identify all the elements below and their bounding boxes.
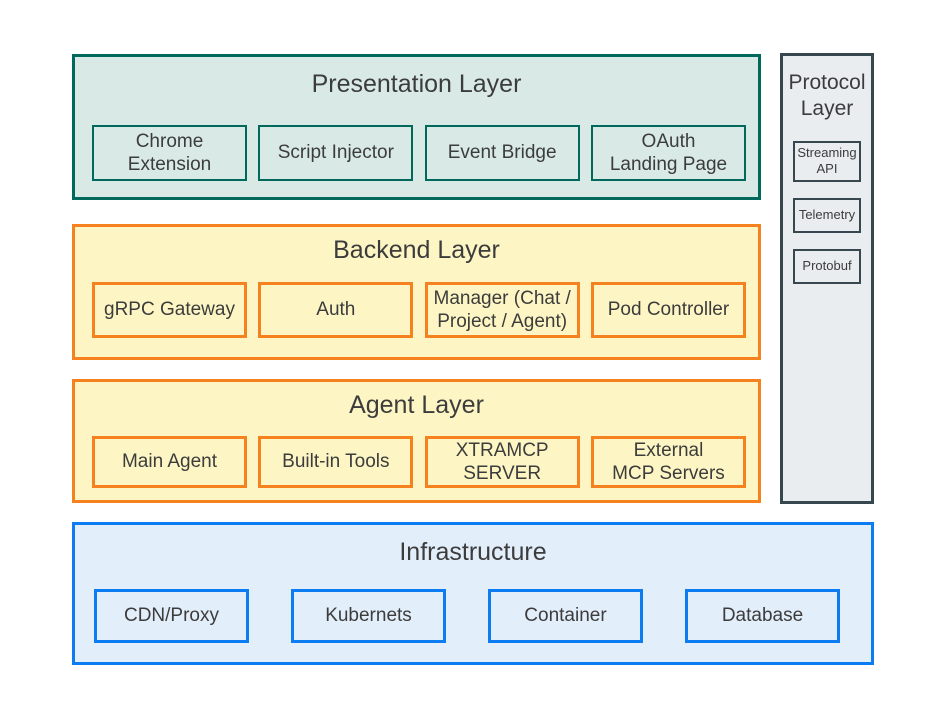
node-telemetry-label: Telemetry (798, 206, 856, 222)
node-protobuf: Protobuf (793, 248, 861, 284)
node-streaming-api-label: Streaming API (797, 145, 857, 177)
node-pod-controller: Pod Controller (590, 282, 746, 338)
node-grpc-gateway-label: gRPC Gateway (104, 299, 235, 321)
node-event-bridge-label: Event Bridge (447, 142, 557, 164)
node-chrome-extension: Chrome Extension (92, 125, 247, 181)
node-kubernets-label: Kubernets (325, 605, 412, 627)
node-protobuf-label: Protobuf (802, 257, 852, 273)
agent-layer-title: Agent Layer (349, 391, 484, 419)
infrastructure-layer-title: Infrastructure (399, 538, 547, 566)
node-built-in-tools-label: Built-in Tools (282, 451, 390, 473)
node-main-agent: Main Agent (92, 436, 247, 488)
node-built-in-tools: Built-in Tools (258, 436, 414, 488)
node-script-injector-label: Script Injector (277, 142, 394, 164)
node-container-label: Container (524, 605, 607, 627)
node-database-label: Database (721, 605, 804, 627)
backend-layer-title: Backend Layer (333, 236, 500, 264)
node-auth: Auth (258, 282, 414, 338)
node-kubernets: Kubernets (291, 589, 446, 643)
node-chrome-extension-label: Chrome Extension (127, 130, 212, 175)
node-external-mcp-servers-label: External MCP Servers (612, 439, 725, 484)
node-external-mcp-servers: External MCP Servers (590, 436, 746, 488)
presentation-layer: Presentation Layer Chrome Extension Scri… (72, 54, 761, 200)
node-xtramcp-server-label: XTRAMCP SERVER (455, 439, 549, 484)
node-manager: Manager (Chat / Project / Agent) (424, 282, 580, 338)
node-event-bridge: Event Bridge (424, 125, 580, 181)
protocol-node-column: Streaming API Telemetry Protobuf (793, 141, 861, 284)
agent-layer: Agent Layer Main Agent Built-in Tools XT… (72, 379, 761, 503)
node-grpc-gateway: gRPC Gateway (92, 282, 247, 338)
node-oauth-landing-page: OAuth Landing Page (590, 125, 746, 181)
infrastructure-node-row: CDN/Proxy Kubernets Container Database (75, 589, 871, 643)
node-database: Database (685, 589, 840, 643)
node-script-injector: Script Injector (258, 125, 414, 181)
protocol-layer: Protocol Layer Streaming API Telemetry P… (780, 53, 874, 504)
node-xtramcp-server: XTRAMCP SERVER (424, 436, 580, 488)
presentation-node-row: Chrome Extension Script Injector Event B… (75, 125, 758, 181)
node-telemetry: Telemetry (793, 197, 861, 233)
presentation-layer-title: Presentation Layer (311, 70, 522, 98)
node-cdn-proxy-label: CDN/Proxy (123, 605, 219, 627)
protocol-layer-title: Protocol Layer (788, 71, 866, 120)
node-auth-label: Auth (316, 299, 356, 321)
node-streaming-api: Streaming API (793, 141, 861, 182)
node-manager-label: Manager (Chat / Project / Agent) (433, 287, 571, 332)
agent-node-row: Main Agent Built-in Tools XTRAMCP SERVER… (75, 436, 758, 488)
backend-node-row: gRPC Gateway Auth Manager (Chat / Projec… (75, 282, 758, 338)
node-oauth-landing-page-label: OAuth Landing Page (609, 130, 728, 175)
node-pod-controller-label: Pod Controller (607, 299, 730, 321)
backend-layer: Backend Layer gRPC Gateway Auth Manager … (72, 224, 761, 360)
node-main-agent-label: Main Agent (121, 451, 218, 473)
infrastructure-layer: Infrastructure CDN/Proxy Kubernets Conta… (72, 522, 874, 665)
node-container: Container (488, 589, 643, 643)
node-cdn-proxy: CDN/Proxy (94, 589, 249, 643)
